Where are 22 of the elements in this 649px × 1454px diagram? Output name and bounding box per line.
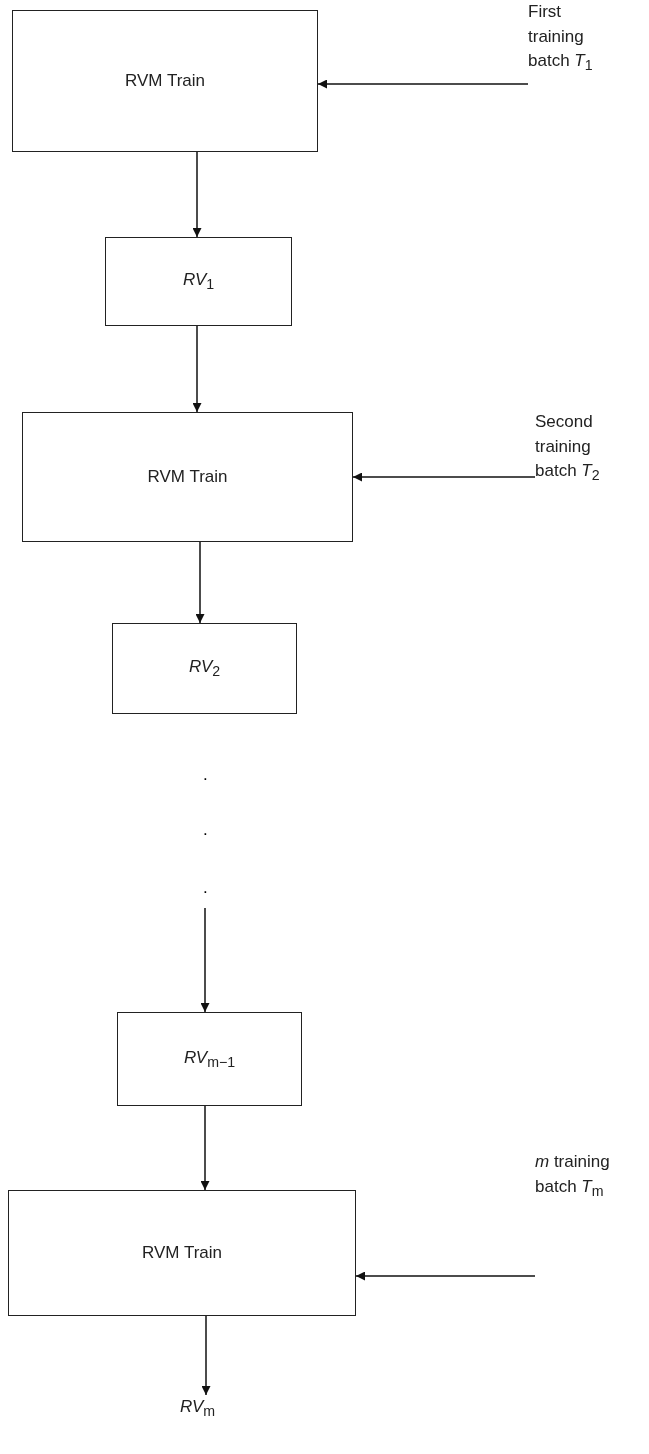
- ellipsis-dot: .: [203, 765, 208, 785]
- output-box: RV$_{2}$: [112, 623, 297, 714]
- arrow: [355, 1271, 536, 1281]
- output-box: RV$_{1}$: [105, 237, 292, 326]
- process-box: RVM Train: [22, 412, 353, 542]
- arrow: [352, 472, 536, 482]
- ellipsis-dot: .: [203, 820, 208, 840]
- arrow: [192, 151, 202, 238]
- input-label: Second training batch T$_{2}$: [535, 410, 625, 487]
- input-label: First training batch T$_{1}$: [528, 0, 618, 77]
- input-label: m training batch T$_{m}$: [535, 1150, 625, 1202]
- ellipsis-dot: .: [203, 878, 208, 898]
- process-box: RVM Train: [12, 10, 318, 152]
- process-box: RVM Train: [8, 1190, 356, 1316]
- arrow: [195, 541, 205, 624]
- arrow: [200, 907, 210, 1013]
- arrow: [317, 79, 529, 89]
- arrow: [200, 1105, 210, 1191]
- output-label: RV$_{m}$: [180, 1395, 240, 1422]
- arrow: [201, 1315, 211, 1396]
- arrow: [192, 325, 202, 413]
- output-box: RV$_{m−1}$: [117, 1012, 302, 1106]
